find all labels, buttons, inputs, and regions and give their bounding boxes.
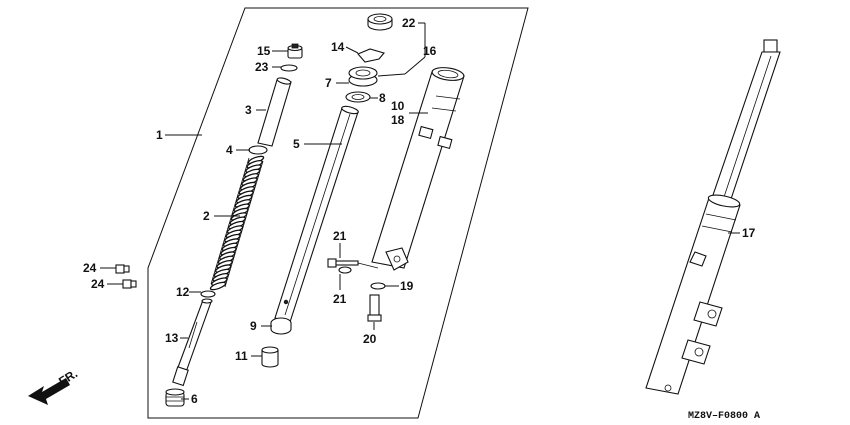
- callout-7: 7: [325, 76, 332, 90]
- leader-lines: [100, 22, 740, 400]
- callout-13: 13: [165, 331, 179, 345]
- callout-labels: 1 2 3 4 5 6 7 8 9 10 18 11 12 13 14 15 1…: [83, 16, 756, 406]
- slide-bushing: [270, 317, 292, 335]
- callout-24-lower: 24: [91, 277, 105, 291]
- oil-lock-piece: [165, 388, 185, 407]
- fork-cap-bolt: [287, 43, 303, 59]
- callout-3: 3: [245, 103, 252, 117]
- fork-slider: [371, 67, 465, 271]
- plug-bolt-upper: [115, 264, 130, 274]
- callout-5: 5: [293, 137, 300, 151]
- callout-10: 10: [391, 99, 405, 113]
- callout-2: 2: [203, 209, 210, 223]
- callout-20: 20: [363, 332, 377, 346]
- callout-14: 14: [331, 40, 345, 54]
- diagram-code: MZ8V–F0800 A: [688, 411, 760, 422]
- callout-16: 16: [423, 44, 437, 58]
- callout-18: 18: [391, 113, 405, 127]
- callout-23: 23: [255, 60, 269, 74]
- drain-bolt: [367, 294, 382, 322]
- spring-seat-washer: [248, 145, 268, 155]
- callout-9: 9: [250, 319, 257, 333]
- callout-22: 22: [402, 16, 416, 30]
- fork-spring: [209, 155, 265, 291]
- callout-15: 15: [257, 44, 271, 58]
- front-direction-arrow: FR.: [28, 366, 80, 405]
- callout-24-upper: 24: [83, 261, 97, 275]
- fork-pipe: [274, 105, 359, 323]
- callout-12: 12: [176, 285, 190, 299]
- sealing-washer: [370, 282, 386, 290]
- callout-21-upper: 21: [333, 229, 347, 243]
- spacer-collar: [257, 77, 292, 147]
- callout-1: 1: [156, 128, 163, 142]
- assembly-outline: [147, 7, 529, 419]
- fork-assembly: [645, 39, 781, 395]
- socket-bolt: [327, 258, 379, 274]
- dust-seal: [367, 13, 393, 31]
- callout-21-lower: 21: [333, 292, 347, 306]
- back-up-ring: [345, 91, 371, 103]
- o-ring: [280, 64, 298, 72]
- callout-4: 4: [226, 143, 233, 157]
- oil-seal: [348, 66, 378, 87]
- callout-11: 11: [235, 349, 248, 363]
- piston-ring: [200, 290, 216, 298]
- stopper-ring: [357, 48, 385, 63]
- callout-17: 17: [742, 226, 756, 240]
- fork-piston: [172, 298, 213, 387]
- plug-bolt-lower: [122, 279, 137, 289]
- callout-8: 8: [379, 91, 386, 105]
- callout-6: 6: [191, 392, 198, 406]
- callout-19: 19: [400, 279, 414, 293]
- oil-seal-cap: [261, 346, 279, 368]
- spring-coil: [209, 281, 227, 291]
